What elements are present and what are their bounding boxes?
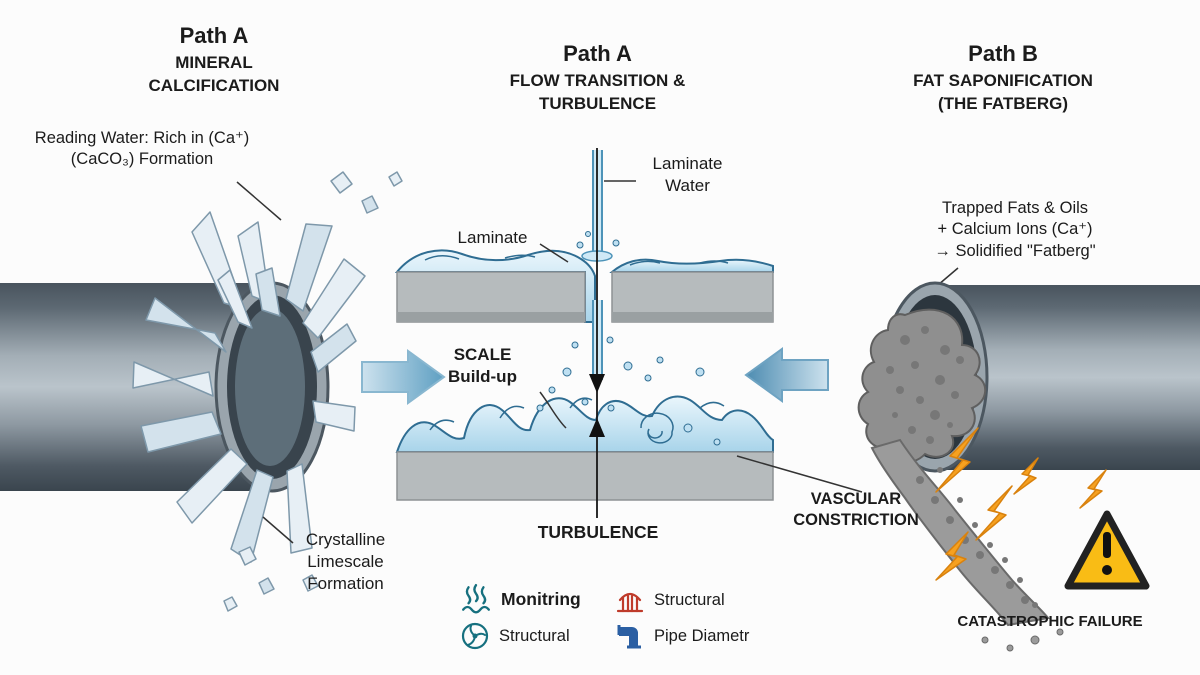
- legend-label-structural-1: Structural: [654, 590, 725, 609]
- channel-bottom-wall: [395, 336, 774, 501]
- scale-buildup-label: SCALE Build-up: [448, 345, 517, 387]
- center-section-subtitle: FLOW TRANSITION & TURBULENCE: [509, 71, 686, 113]
- crystalline-limescale-label: Crystalline Limescale Formation: [305, 530, 386, 594]
- vascular-constriction-label: VASCULAR CONSTRICTION: [793, 490, 919, 530]
- fan-icon: [461, 622, 489, 650]
- laminate-label: Laminate: [457, 228, 528, 247]
- warning-triangle-icon: [1064, 510, 1150, 590]
- pipe-diameter-icon: [617, 625, 641, 649]
- flow-arrow-left-icon: [744, 347, 829, 403]
- right-section-title: Path B: [968, 41, 1038, 66]
- measurement-arrows: [589, 148, 605, 518]
- legend-item-pipe-diameter: Pipe Diametr: [615, 621, 749, 651]
- lightning-bolt-icons: [935, 427, 1107, 581]
- left-section-subtitle: MINERAL CALCIFICATION: [148, 53, 280, 95]
- left-pipe: [0, 281, 330, 493]
- legend-item-monitoring: Monitring: [460, 583, 581, 615]
- legend-item-structural-1: Structural: [615, 585, 725, 615]
- catastrophic-failure-label: CATASTROPHIC FAILURE: [957, 613, 1143, 630]
- monitoring-icon: [462, 583, 490, 614]
- trapped-fats-label: Trapped Fats & Oils + Calcium Ions (Ca⁺)…: [934, 199, 1096, 260]
- right-section-subtitle: FAT SAPONIFICATION (THE FATBERG): [913, 71, 1093, 113]
- left-section-title: Path A: [179, 23, 249, 48]
- flow-arrow-right-icon: [361, 349, 446, 405]
- turbulence-label: TURBULENCE: [537, 522, 659, 542]
- center-section-title: Path A: [563, 41, 632, 66]
- fatberg-illustration: [857, 308, 1064, 652]
- reading-water-label: Reading Water: Rich in (Ca⁺) (CaCO₃) For…: [34, 129, 250, 169]
- legend-label-monitoring: Monitring: [501, 588, 581, 609]
- limescale-crystals-illustration: [132, 171, 403, 612]
- legend-label-pipe-diameter: Pipe Diametr: [654, 626, 750, 645]
- channel-top-wall: [394, 249, 774, 323]
- legend-label-structural-2: Structural: [499, 626, 570, 645]
- structural-arch-icon: [616, 592, 644, 613]
- legend-item-structural-2: Structural: [460, 621, 570, 651]
- laminate-water-label: Laminate Water: [652, 154, 723, 196]
